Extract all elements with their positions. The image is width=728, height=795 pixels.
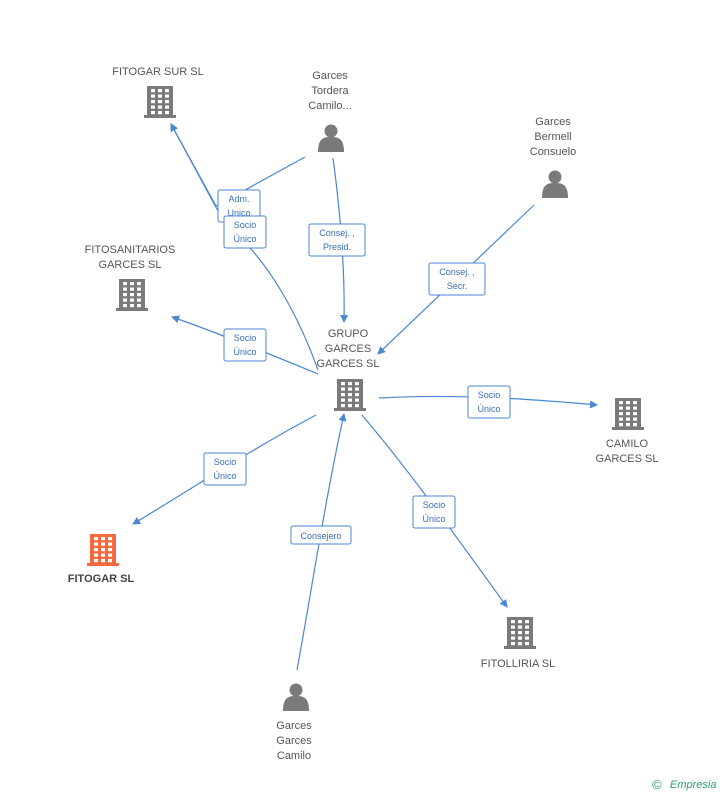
node-label: Garces [535, 116, 571, 128]
node-label: GRUPO [328, 328, 369, 340]
person-icon [542, 170, 568, 198]
node-label: Tordera [311, 85, 349, 97]
edge-label-text: Secr. [447, 281, 468, 291]
edge-label[interactable]: Consej. , Presid. [308, 223, 366, 257]
footer-brand[interactable]: © Empresia [652, 777, 716, 792]
edge-label-text: Consej. , [319, 228, 355, 238]
node-label: Camilo... [308, 100, 351, 112]
edge-label-text: Adm. [228, 194, 249, 204]
edge-label-text: Socio [214, 457, 237, 467]
building-icon [87, 534, 119, 566]
node-label: Bermell [534, 131, 571, 143]
node-label: FITOGAR SL [68, 573, 135, 585]
edge-label-text: Único [477, 404, 500, 414]
edge-label-text: Consejero [300, 531, 341, 541]
building-icon [504, 617, 536, 649]
edge-label-text: Consej. , [439, 267, 475, 277]
edge-label-text: Socio [234, 220, 257, 230]
node-fitolliria[interactable]: FITOLLIRIA SL [481, 617, 555, 670]
edge-label[interactable]: Consej. , Secr. [428, 262, 486, 296]
node-label: CAMILO [606, 438, 649, 450]
node-label: GARCES [325, 343, 371, 355]
edge-label-text: Unico [227, 208, 250, 218]
edge-label-text: Presid. [323, 242, 351, 252]
copyright-symbol: © [652, 777, 662, 792]
node-label: Consuelo [530, 146, 576, 158]
node-fitogar[interactable]: FITOGAR SL [68, 534, 135, 585]
node-label: FITOGAR SUR SL [112, 66, 203, 78]
node-label: FITOLLIRIA SL [481, 658, 555, 670]
node-label: Garces [276, 735, 312, 747]
building-icon [116, 279, 148, 311]
edge-grupo-to-fitolliria [361, 414, 508, 608]
edge-label-text: Socio [234, 333, 257, 343]
node-label: GARCES SL [596, 453, 659, 465]
edge-label-text: Socio [423, 500, 446, 510]
node-label: FITOSANITARIOS [85, 244, 176, 256]
node-label: GARCES SL [317, 358, 380, 370]
node-fitogar-sur[interactable]: FITOGAR SUR SL [112, 66, 204, 118]
edges-layer [132, 123, 598, 671]
person-icon [283, 683, 309, 711]
edge-label-text: Único [233, 347, 256, 357]
node-label: GARCES SL [99, 259, 162, 271]
node-person-tordera[interactable]: GarcesTorderaCamilo... [308, 70, 352, 152]
node-label: Garces [312, 70, 348, 82]
node-label: Garces [276, 720, 312, 732]
building-icon [144, 86, 176, 118]
edge-label-text: Único [213, 471, 236, 481]
edge-label-text: Socio [478, 390, 501, 400]
node-camilo-garces-sl[interactable]: CAMILO GARCES SL [596, 398, 659, 465]
edge-label[interactable]: Consejero [290, 525, 352, 545]
node-fitosanitarios[interactable]: FITOSANITARIOS GARCES SL [85, 244, 176, 311]
building-icon [334, 379, 366, 411]
edge-label-text: Único [233, 234, 256, 244]
building-icon [612, 398, 644, 430]
brand-name: Empresia [670, 779, 716, 791]
nodes-layer: GRUPO GARCES GARCES SL FITOGAR SUR SL FITOSA… [68, 66, 659, 762]
node-label: Camilo [277, 750, 311, 762]
person-icon [318, 124, 344, 152]
edge-person-garces-camilo-to-grupo [296, 413, 347, 671]
node-grupo[interactable]: GRUPO GARCES GARCES SL [317, 328, 380, 411]
edge-label-text: Único [422, 514, 445, 524]
